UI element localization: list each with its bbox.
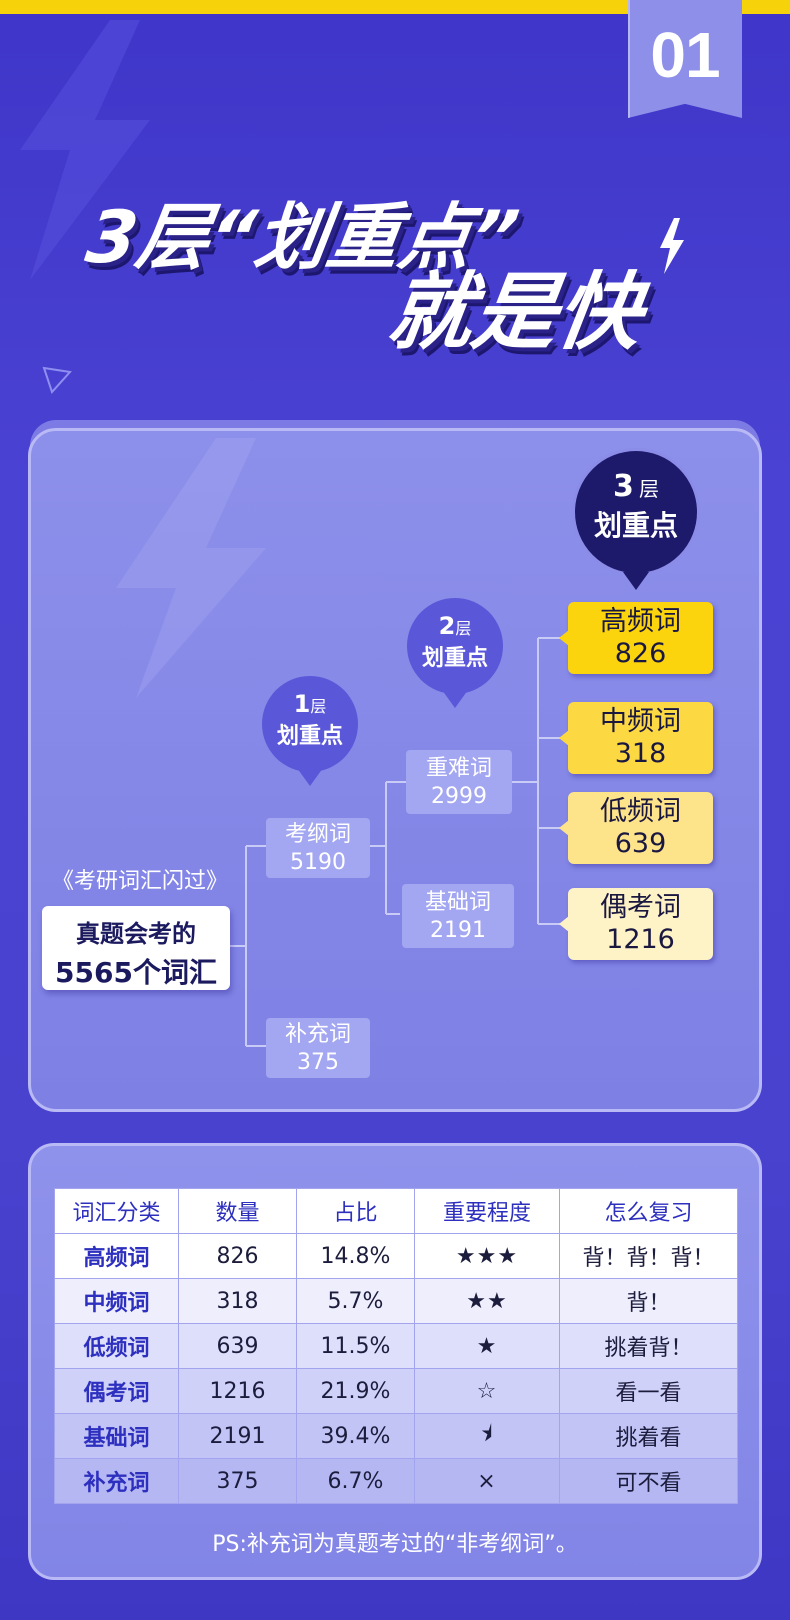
cell-category: 高频词: [54, 1233, 179, 1279]
cell-review: 背！: [559, 1278, 738, 1324]
node-syllabus-value: 5190: [290, 850, 346, 875]
cell-importance: ★: [414, 1323, 560, 1369]
cell-count: 826: [178, 1233, 297, 1279]
cell-importance: ⯨: [414, 1413, 560, 1459]
cell-importance: ☆: [414, 1368, 560, 1414]
triangle-decoration: [42, 366, 72, 394]
root-line2: 5565个词汇: [55, 956, 217, 989]
cell-category: 基础词: [54, 1413, 179, 1459]
node-mid-label: 中频词: [600, 706, 681, 737]
cell-count: 375: [178, 1458, 297, 1504]
cell-review: 挑着背！: [559, 1323, 738, 1369]
cell-ratio: 14.8%: [296, 1233, 415, 1279]
header-count: 数量: [178, 1188, 297, 1234]
header-category: 词汇分类: [54, 1188, 179, 1234]
layer1-bubble: 1层 划重点: [262, 676, 358, 786]
cell-ratio: 21.9%: [296, 1368, 415, 1414]
layer3-bubble: 3 层 划重点: [572, 448, 700, 590]
cell-count: 2191: [178, 1413, 297, 1459]
node-supplement-value: 375: [297, 1050, 339, 1075]
header-review: 怎么复习: [559, 1188, 738, 1234]
table-row: 偶考词 1216 21.9% ☆ 看一看: [54, 1368, 738, 1414]
cell-review: 背！背！背！: [559, 1233, 738, 1279]
cell-ratio: 11.5%: [296, 1323, 415, 1369]
section-badge: [628, 0, 742, 118]
node-difficult-value: 2999: [431, 784, 487, 809]
layer3-number: 3: [613, 469, 634, 504]
cell-count: 1216: [178, 1368, 297, 1414]
layer3-unit: 层: [638, 477, 659, 501]
cell-category: 偶考词: [54, 1368, 179, 1414]
node-basic-label: 基础词: [424, 890, 491, 915]
table-row: 基础词 2191 39.4% ⯨ 挑着看: [54, 1413, 738, 1459]
node-syllabus-label: 考纲词: [284, 822, 351, 847]
layer2-number: 2: [438, 612, 456, 640]
node-mid-frequency: 中频词 318: [559, 702, 713, 774]
table-row: 中频词 318 5.7% ★★ 背！: [54, 1278, 738, 1324]
node-basic-value: 2191: [430, 918, 486, 943]
layer1-text: 划重点: [276, 724, 343, 749]
small-lightning-icon: [660, 218, 684, 274]
node-supplement-label: 补充词: [284, 1022, 351, 1047]
cell-importance: ×: [414, 1458, 560, 1504]
header-ratio: 占比: [296, 1188, 415, 1234]
node-syllabus: 考纲词 5190: [266, 818, 370, 878]
cell-review: 挑着看: [559, 1413, 738, 1459]
vocabulary-table: 词汇分类 数量 占比 重要程度 怎么复习 高频词 826 14.8% ★★★ 背…: [54, 1188, 738, 1504]
cell-count: 639: [178, 1323, 297, 1369]
layer1-unit: 层: [310, 697, 327, 716]
cell-review: 看一看: [559, 1368, 738, 1414]
cell-category: 中频词: [54, 1278, 179, 1324]
node-high-value: 826: [614, 638, 667, 669]
cell-importance: ★★: [414, 1278, 560, 1324]
book-title: 《考研词汇闪过》: [51, 869, 228, 894]
layer2-bubble: 2层 划重点: [407, 598, 503, 708]
cell-ratio: 6.7%: [296, 1458, 415, 1504]
table-row: 补充词 375 6.7% × 可不看: [54, 1458, 738, 1504]
panel-lightning-decoration: [116, 438, 266, 698]
node-high-label: 高频词: [600, 606, 681, 637]
node-high-frequency: 高频词 826: [559, 602, 713, 674]
root-line1: 真题会考的: [76, 920, 196, 948]
layer2-text: 划重点: [421, 646, 488, 671]
node-low-frequency: 低频词 639: [559, 792, 713, 864]
cell-category: 补充词: [54, 1458, 179, 1504]
cell-count: 318: [178, 1278, 297, 1324]
header-importance: 重要程度: [414, 1188, 560, 1234]
layer1-number: 1: [293, 690, 311, 718]
root-total-box: 真题会考的 5565个词汇: [42, 906, 230, 990]
lightning-decoration: [20, 20, 150, 280]
node-basic: 基础词 2191: [402, 884, 514, 948]
node-occasional-value: 1216: [606, 924, 675, 955]
layer3-text: 划重点: [593, 509, 678, 542]
top-stripe: [0, 0, 790, 14]
cell-category: 低频词: [54, 1323, 179, 1369]
table-row: 高频词 826 14.8% ★★★ 背！背！背！: [54, 1233, 738, 1279]
cell-review: 可不看: [559, 1458, 738, 1504]
node-low-label: 低频词: [600, 796, 681, 827]
footnote: PS:补充词为真题考过的“非考纲词”。: [212, 1532, 578, 1557]
table-row: 低频词 639 11.5% ★ 挑着背！: [54, 1323, 738, 1369]
node-difficult: 重难词 2999: [406, 750, 512, 814]
node-occasional: 偶考词 1216: [559, 888, 713, 960]
table-header-row: 词汇分类 数量 占比 重要程度 怎么复习: [54, 1188, 738, 1234]
layer2-unit: 层: [455, 619, 472, 638]
node-mid-value: 318: [614, 738, 667, 769]
node-supplement: 补充词 375: [266, 1018, 370, 1078]
node-difficult-label: 重难词: [425, 756, 492, 781]
cell-importance: ★★★: [414, 1233, 560, 1279]
node-low-value: 639: [614, 828, 667, 859]
cell-ratio: 39.4%: [296, 1413, 415, 1459]
section-number: 01: [650, 19, 720, 91]
cell-ratio: 5.7%: [296, 1278, 415, 1324]
node-occasional-label: 偶考词: [600, 892, 681, 923]
